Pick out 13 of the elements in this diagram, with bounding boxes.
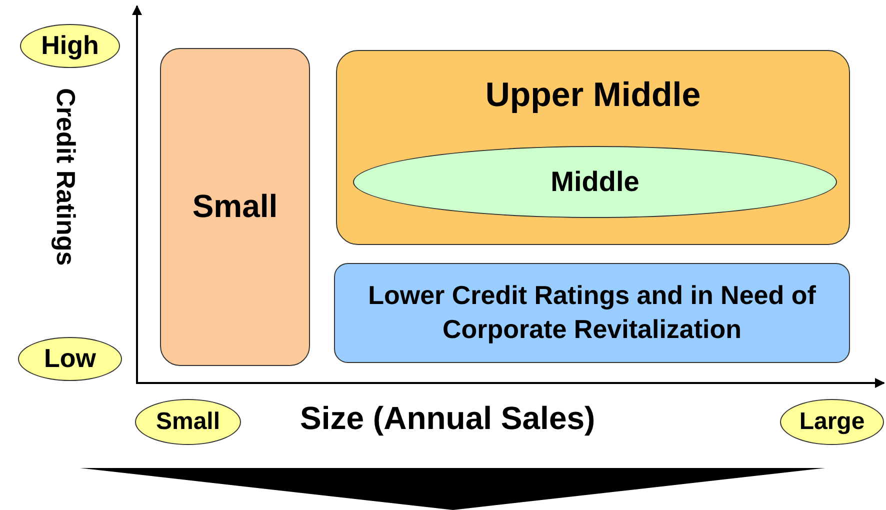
node-label: Upper Middle xyxy=(485,75,701,116)
axis-title: Credit Ratings xyxy=(50,88,81,266)
node-label: High xyxy=(41,29,99,62)
node-label: Large xyxy=(799,407,865,438)
group-box xyxy=(336,50,850,245)
node-label: Small xyxy=(192,187,278,226)
axis-title: Size (Annual Sales) xyxy=(300,400,596,437)
node-label: Low xyxy=(44,342,96,376)
node-label: Middle xyxy=(550,164,640,199)
rounded-box xyxy=(334,263,850,363)
rounded-box xyxy=(160,48,310,366)
node-label: Small xyxy=(156,407,220,438)
node-label: Lower Credit Ratings and in Need of Corporate Revitalization xyxy=(367,279,817,346)
